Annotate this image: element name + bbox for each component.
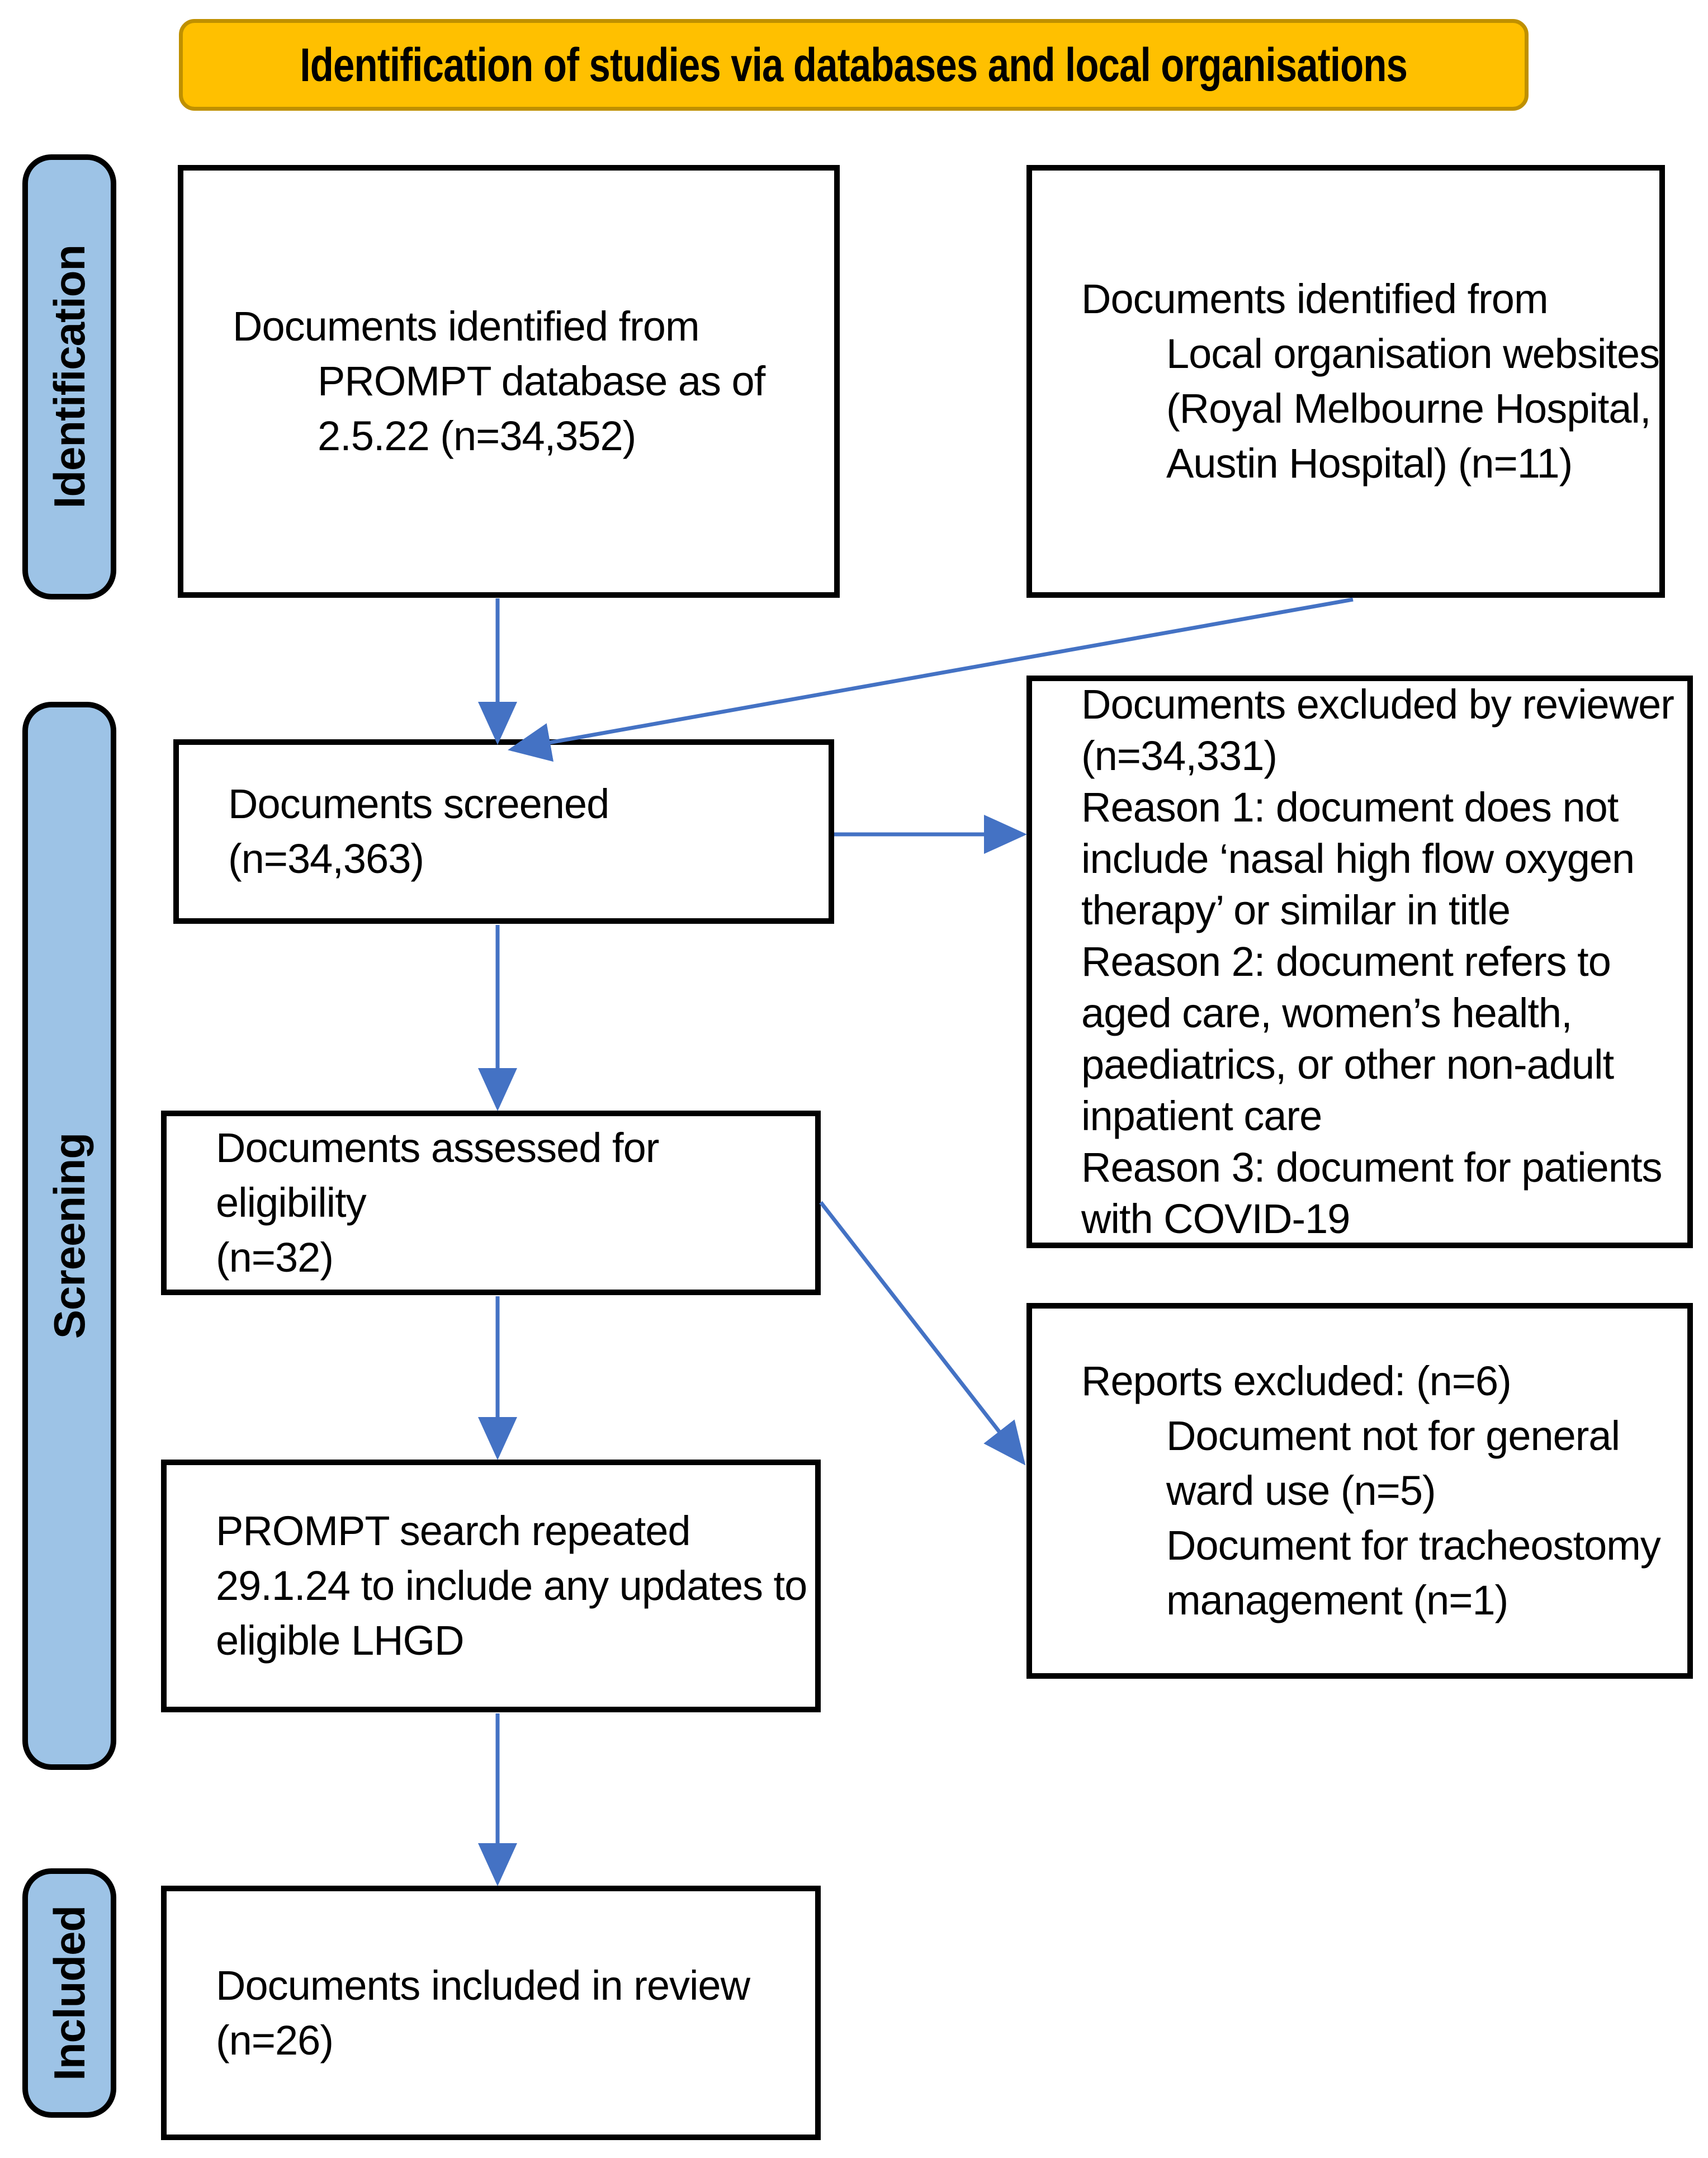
text-line: PROMPT database as of	[318, 358, 765, 404]
text-line: ward use (n=5)	[1166, 1467, 1436, 1514]
text-line: Documents included in review	[216, 1962, 750, 2009]
text-line: eligibility	[216, 1179, 367, 1226]
text-line: Document not for general	[1166, 1413, 1620, 1459]
text-line: aged care, women’s health,	[1081, 990, 1573, 1036]
text-line: Local organisation websites	[1166, 330, 1660, 377]
text-line: 29.1.24 to include any updates to	[216, 1562, 807, 1609]
text-line: 2.5.22 (n=34,352)	[318, 413, 636, 459]
diagram-title: Identification of studies via databases …	[300, 38, 1408, 91]
box-documents-assessed-eligibility: Documents assessed for eligibility (n=32)	[161, 1111, 821, 1295]
text-line: paediatrics, or other non-adult	[1081, 1041, 1614, 1088]
text-line: Reason 3: document for patients	[1081, 1144, 1663, 1191]
text-line: Documents assessed for	[216, 1125, 659, 1171]
text-line: Reason 2: document refers to	[1081, 938, 1611, 985]
stage-bar-identification: Identification	[22, 154, 116, 599]
text-line: include ‘nasal high flow oxygen	[1081, 835, 1635, 882]
text-line: management (n=1)	[1166, 1577, 1508, 1623]
text-line: therapy’ or similar in title	[1081, 887, 1511, 933]
text-line: Austin Hospital) (n=11)	[1166, 440, 1573, 487]
text-line: (n=34,331)	[1081, 733, 1278, 779]
text-line: Documents screened	[228, 781, 609, 827]
text-line: Reports excluded: (n=6)	[1081, 1358, 1512, 1404]
title-banner: Identification of studies via databases …	[179, 19, 1529, 111]
box-documents-screened: Documents screened (n=34,363)	[173, 739, 834, 924]
text-line: (n=26)	[216, 2017, 334, 2063]
text-line: Document for tracheostomy	[1166, 1522, 1661, 1569]
text-line: eligible LHGD	[216, 1617, 465, 1664]
text-line: Documents identified from	[1081, 276, 1549, 322]
stage-bar-included: Included	[22, 1868, 116, 2118]
stage-label-included: Included	[44, 1905, 94, 2081]
text-line: Documents excluded by reviewer	[1081, 681, 1674, 728]
box-prompt-search-repeated: PROMPT search repeated 29.1.24 to include…	[161, 1460, 821, 1712]
text-line: (Royal Melbourne Hospital,	[1166, 385, 1652, 432]
stage-label-identification: Identification	[44, 245, 94, 509]
box-documents-included-review: Documents included in review (n=26)	[161, 1886, 821, 2140]
box-documents-excluded-by-reviewer: Documents excluded by reviewer (n=34,331)…	[1026, 676, 1693, 1248]
arrow-assessed-to-reports	[819, 1201, 1026, 1466]
box-reports-excluded: Reports excluded: (n=6) Document not for …	[1026, 1303, 1693, 1679]
text-line: (n=32)	[216, 1234, 334, 1281]
text-line: PROMPT search repeated	[216, 1508, 691, 1554]
text-line: with COVID-19	[1081, 1196, 1350, 1242]
text-line: inpatient care	[1081, 1093, 1322, 1139]
text-line: Reason 1: document does not	[1081, 784, 1619, 830]
stage-bar-screening: Screening	[22, 702, 116, 1770]
stage-label-screening: Screening	[44, 1132, 94, 1339]
text-line: (n=34,363)	[228, 835, 424, 882]
text-line: Documents identified from	[233, 303, 700, 350]
